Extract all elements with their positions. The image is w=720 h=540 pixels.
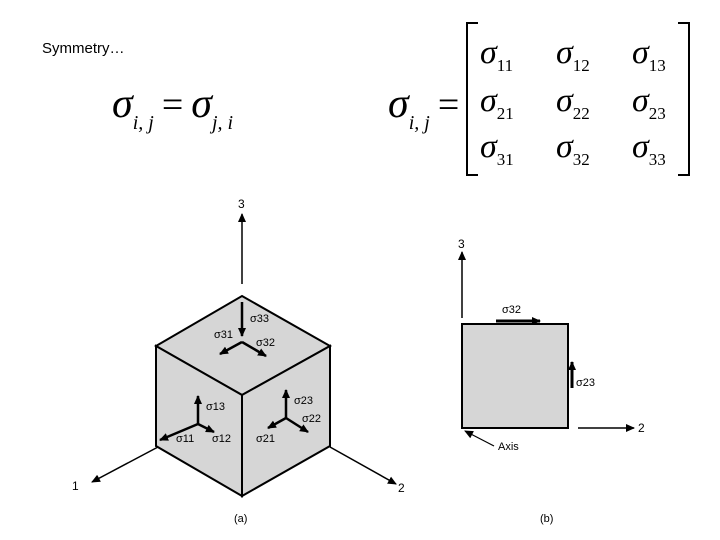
matrix-right-bracket xyxy=(678,22,690,176)
label-sigma22: σ22 xyxy=(302,413,321,425)
matrix-left-bracket xyxy=(466,22,478,176)
caption-b: (b) xyxy=(540,513,553,525)
cube-right-face xyxy=(241,344,331,498)
axis1-label: 1 xyxy=(72,479,79,493)
sigma-symbol: σ xyxy=(388,81,409,127)
equals-sign: = xyxy=(437,84,460,126)
label-sigma31: σ31 xyxy=(214,329,233,341)
label-sigma13: σ13 xyxy=(206,401,225,413)
cube-figure-a: σ33 σ31 σ32 σ13 σ11 σ12 σ23 σ22 σ21 3 1 … xyxy=(72,197,405,525)
axis-origin-label: Axis xyxy=(498,441,519,453)
sigma21-arrow xyxy=(267,416,287,430)
matrix-cell: σ11 xyxy=(480,34,514,75)
label-sigma12: σ12 xyxy=(212,433,231,445)
matrix-cell: σ22 xyxy=(556,82,590,123)
symmetry-equation: σi, j=σj, i xyxy=(112,80,233,135)
sigma22-arrow xyxy=(285,416,309,434)
label-sigma32-b: σ32 xyxy=(502,304,521,316)
matrix-cell: σ21 xyxy=(480,82,514,123)
lhs-subscript: i, j xyxy=(132,112,154,134)
sigma-symbol: σ xyxy=(191,81,212,127)
sigma31-arrow xyxy=(219,340,243,356)
sigma11-arrow xyxy=(159,422,199,442)
matrix-cell: σ23 xyxy=(632,82,666,123)
label-sigma23-a: σ23 xyxy=(294,395,313,407)
lhs-subscript: i, j xyxy=(408,112,430,134)
label-sigma32: σ32 xyxy=(256,337,275,349)
sigma12-arrow xyxy=(197,422,215,434)
face-square xyxy=(461,323,569,429)
label-sigma23-b: σ23 xyxy=(576,377,595,389)
sigma-symbol: σ xyxy=(112,81,133,127)
caption-a: (a) xyxy=(234,513,247,525)
label-sigma21: σ21 xyxy=(256,433,275,445)
sigma32-arrow xyxy=(241,340,267,358)
axis2-label: 2 xyxy=(398,481,405,495)
matrix-cell: σ31 xyxy=(480,128,514,169)
matrix-lhs: σi, j = xyxy=(388,80,467,135)
axis1-arrow xyxy=(91,446,159,483)
equals-sign: = xyxy=(161,84,184,126)
matrix-cell: σ33 xyxy=(632,128,666,169)
matrix-cell: σ32 xyxy=(556,128,590,169)
axis3-label-b: 3 xyxy=(458,237,465,251)
axis3-label: 3 xyxy=(238,197,245,211)
axis2-arrow xyxy=(329,446,397,485)
rhs-subscript: j, i xyxy=(212,112,234,134)
slide-title: Symmetry… xyxy=(42,40,125,57)
matrix-cell: σ12 xyxy=(556,34,590,75)
axis2-label-b: 2 xyxy=(638,421,645,435)
label-sigma11: σ11 xyxy=(176,433,194,445)
matrix-cell: σ13 xyxy=(632,34,666,75)
axis-pointer-arrow xyxy=(464,430,495,447)
label-sigma33: σ33 xyxy=(250,313,269,325)
face-figure-b: σ32 σ23 Axis 3 2 (b) xyxy=(458,237,645,525)
